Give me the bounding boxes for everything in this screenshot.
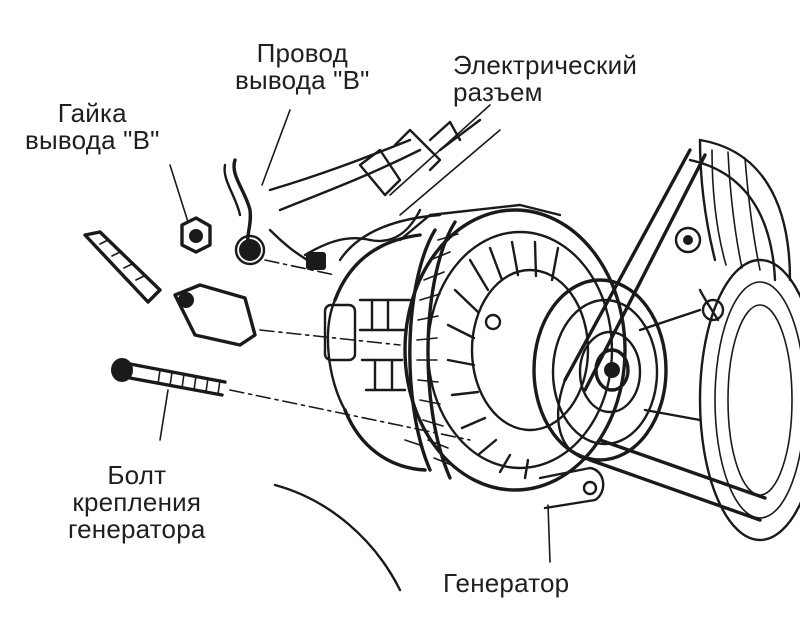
generator-body bbox=[323, 203, 627, 510]
leader-b-nut bbox=[169, 164, 189, 223]
leader-connector bbox=[389, 104, 491, 196]
label-b-wire-line2: вывода "B" bbox=[235, 65, 370, 95]
base-curve bbox=[273, 483, 402, 592]
assembly-lines bbox=[229, 259, 471, 441]
leader-b-wire bbox=[261, 109, 291, 186]
generator-pulley bbox=[532, 278, 702, 462]
label-b-nut: Гайка вывода "B" bbox=[25, 100, 160, 154]
b-terminal-wire bbox=[223, 158, 266, 266]
label-bolt: Болт крепления генератора bbox=[68, 462, 206, 543]
label-bolt-line3: генератора bbox=[68, 514, 206, 544]
leader-bolt bbox=[159, 389, 169, 441]
b-terminal-nut bbox=[180, 216, 212, 254]
label-connector-line1: Электрический bbox=[453, 50, 638, 80]
label-b-wire-line1: Провод bbox=[256, 38, 348, 68]
mounting-bolt bbox=[111, 358, 227, 397]
label-generator: Генератор bbox=[443, 568, 570, 598]
label-bolt-line1: Болт bbox=[107, 460, 167, 490]
leader-generator bbox=[547, 504, 551, 563]
label-b-wire: Провод вывода "B" bbox=[235, 40, 370, 94]
label-b-nut-line1: Гайка bbox=[57, 98, 127, 128]
electrical-connector-harness bbox=[268, 118, 482, 270]
leader-lines bbox=[159, 104, 551, 563]
label-connector: Электрический разъем bbox=[453, 52, 637, 106]
terminal-lug-wire bbox=[83, 230, 257, 347]
label-b-nut-line2: вывода "B" bbox=[25, 125, 160, 155]
leader-connector-2 bbox=[399, 129, 501, 216]
label-connector-line2: разъем bbox=[453, 77, 543, 107]
engine-pulleys bbox=[674, 138, 800, 542]
label-bolt-line2: крепления bbox=[72, 487, 202, 517]
